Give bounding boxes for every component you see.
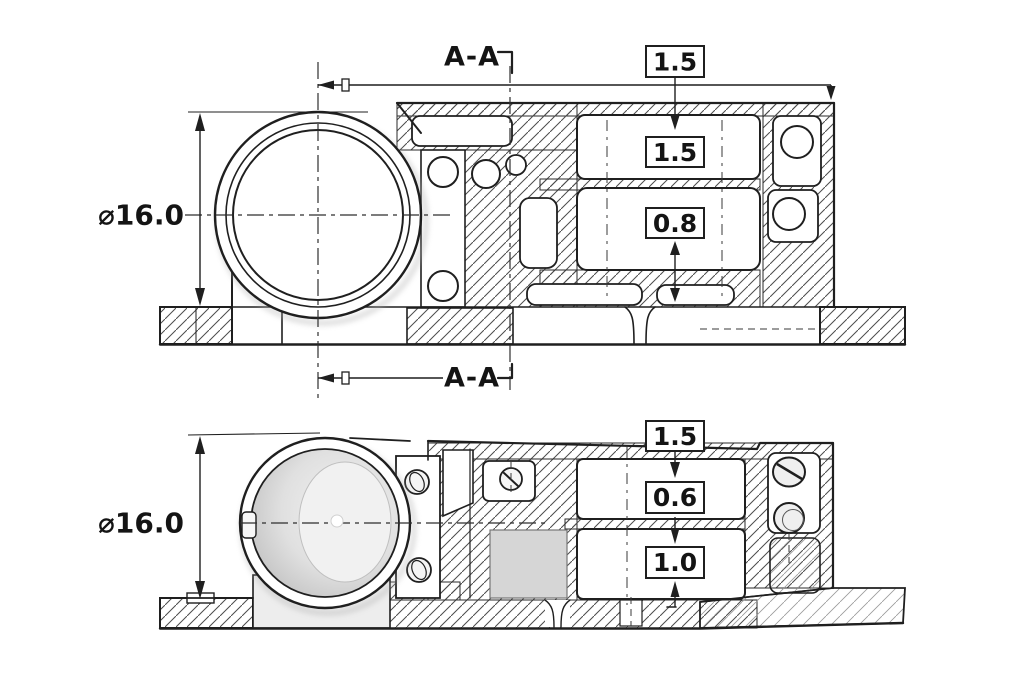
wall-hole-1 (780, 125, 814, 159)
dim-lower-cavity-2: 1.0 (645, 546, 705, 608)
wall-hole-2 (772, 197, 806, 231)
right-foot (819, 306, 906, 345)
section-label-bottom: A-A (318, 363, 514, 394)
dim-box-1-0 (645, 546, 705, 579)
screw-1 (404, 469, 430, 495)
svg-text:A-A: A-A (444, 363, 500, 394)
dim-value-wall-top: 1.5 (653, 422, 697, 451)
base-line-2 (158, 621, 905, 630)
dim-box-1-5-bottom (645, 420, 705, 452)
screw-3 (499, 461, 523, 497)
dim-value-lower-cavity-2: 1.0 (653, 548, 697, 577)
screw-2 (406, 557, 432, 583)
screw-4-slotted (772, 456, 806, 488)
dim-value-upper-cavity: 1.5 (653, 138, 697, 167)
mid-channel (519, 197, 558, 269)
hole-5 (773, 502, 805, 563)
dim-value-overall: 1.5 (653, 48, 697, 77)
diameter-label-top: ⌀16.0 (98, 199, 184, 232)
dim-upper-cavity-2: 0.6 (645, 481, 705, 544)
dim-diameter-bottom: ⌀16.0 (98, 432, 321, 599)
dim-overall-top: 1.5 (318, 45, 836, 130)
dim-value-lower-cavity: 0.8 (653, 209, 697, 238)
dim-box-top-1-5 (645, 45, 705, 78)
top-slot-cavity (411, 115, 513, 147)
svg-text:A-A: A-A (444, 42, 500, 73)
pictorial-section-view: ⌀16.0 1.5 0.6 1.0 (98, 420, 906, 630)
ball-detail-1 (471, 159, 501, 189)
wall-pocket-lower (769, 537, 821, 594)
ball-detail-2 (505, 154, 527, 176)
base-hatch-block (406, 307, 514, 345)
diameter-label-bottom: ⌀16.0 (98, 507, 184, 540)
dim-lower-cavity: 0.8 (645, 207, 705, 302)
dim-box-0-8 (645, 207, 705, 239)
dim-value-upper-cavity-2: 0.6 (653, 483, 697, 512)
dim-diameter-top: ⌀16.0 (98, 111, 368, 306)
inner-gray-block (489, 529, 568, 599)
section-label-top: A-A (444, 42, 514, 75)
dim-upper-cavity: 1.5 (645, 136, 705, 168)
dim-box-cavity-1-5 (645, 136, 705, 168)
top-section-view: 1.5 1.5 0.8 ⌀16.0 A-A (98, 42, 907, 398)
dim-wall-top: 1.5 (645, 420, 705, 478)
bottom-slot-1 (526, 283, 643, 306)
bolt-hole-bottom (427, 270, 459, 302)
keyway-tab (241, 511, 257, 539)
bore-back-face (298, 461, 392, 583)
bolt-hole-top (427, 156, 459, 188)
dim-box-0-6 (645, 481, 705, 514)
